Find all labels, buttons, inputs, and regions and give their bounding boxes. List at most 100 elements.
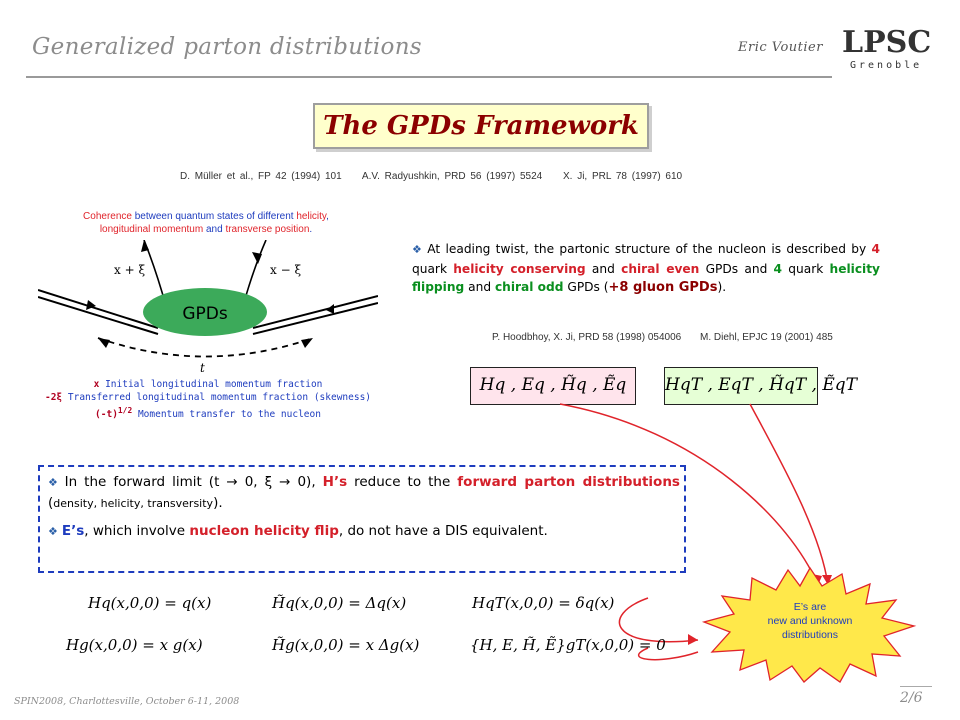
- text: H’s: [322, 474, 348, 490]
- burst-line: E’s are: [794, 601, 827, 613]
- page-number: 2/6: [900, 690, 923, 706]
- header-title: Generalized parton distributions: [32, 34, 422, 60]
- equation: H̃g(x,0,0) = x Δg(x): [272, 636, 420, 654]
- text: quark: [412, 261, 454, 276]
- arrow-icon: [326, 304, 334, 314]
- text: At leading twist, the partonic structure…: [427, 242, 872, 256]
- page-number-divider: [900, 686, 932, 687]
- arrow-equations-to-burst: [638, 647, 699, 661]
- left-leg-label: x + ξ: [114, 263, 145, 277]
- header-divider: [26, 76, 832, 78]
- burst-callout: E’s are new and unknown distributions: [701, 566, 917, 683]
- caption-word: longitudinal momentum: [99, 224, 204, 235]
- legend-symbol: x: [93, 379, 100, 390]
- bullet-diamond-icon: ❖: [48, 525, 58, 538]
- chiral-even-gpds-box: Hq , Eq , H̃q , Ẽq: [470, 367, 636, 405]
- text: E’s: [61, 523, 85, 539]
- legend-symbol: (-t): [95, 409, 118, 421]
- text: chiral odd: [494, 280, 564, 294]
- legend-text: Transferred longitudinal momentum fracti…: [67, 392, 372, 403]
- text: and: [585, 261, 622, 276]
- caption-text: between quantum states of different: [131, 211, 297, 222]
- legend-item: x Initial longitudinal momentum fraction: [28, 378, 388, 391]
- text: reduce to the: [347, 474, 458, 490]
- caption-text: .: [309, 224, 313, 235]
- text: ).: [717, 280, 727, 294]
- legend-text: Initial longitudinal momentum fraction: [105, 379, 323, 390]
- author-name: Eric Voutier: [738, 40, 823, 55]
- legend-superscript: 1/2: [117, 406, 133, 415]
- leading-twist-paragraph: ❖At leading twist, the partonic structur…: [412, 240, 880, 298]
- caption-word: transverse position: [225, 224, 310, 235]
- text: In the forward limit (t → 0, ξ → 0),: [64, 474, 323, 490]
- slide-title: The GPDs Framework: [313, 103, 649, 149]
- legend-text: Momentum transfer to the nucleon: [137, 409, 321, 421]
- arrow-icon: [252, 252, 262, 264]
- arrow-icon: [141, 240, 149, 252]
- text: (: [48, 495, 54, 511]
- gpd-blob-label: GPDs: [182, 304, 228, 324]
- equation: Hq(x,0,0) = q(x): [88, 594, 212, 612]
- legend-symbol: -2ξ: [44, 392, 63, 403]
- reference: D. Müller et al., FP 42 (1994) 101: [180, 171, 342, 182]
- t-label: t: [200, 361, 205, 374]
- equation: H̃q(x,0,0) = Δq(x): [272, 594, 407, 612]
- right-leg-label: x − ξ: [270, 263, 301, 277]
- forward-limit-box: [38, 465, 686, 573]
- bullet-diamond-icon: ❖: [412, 243, 424, 256]
- arrow-equations-to-burst: [618, 597, 699, 643]
- incoming-proton-line: [38, 289, 159, 329]
- dis-paragraph: ❖E’s, which involve nucleon helicity fli…: [48, 521, 680, 542]
- text: , which involve: [84, 523, 190, 539]
- arrow-pink-to-burst: [559, 403, 819, 586]
- caption-word: helicity: [296, 211, 327, 222]
- caption-word: Coherence: [83, 211, 132, 222]
- equation: HqT(x,0,0) = δq(x): [472, 594, 615, 612]
- arrow-icon: [688, 634, 698, 645]
- text: helicity flipping: [412, 261, 880, 295]
- arrow-icon: [86, 300, 96, 310]
- incoming-proton-line: [38, 296, 159, 335]
- text: density, helicity, transversity: [53, 497, 214, 510]
- reference: X. Ji, PRL 78 (1997) 610: [562, 171, 683, 182]
- caption-text: ,: [326, 211, 329, 222]
- text: nucleon helicity flip: [189, 523, 339, 539]
- equation: Hg(x,0,0) = x g(x): [66, 636, 203, 654]
- reference: P. Hoodbhoy, X. Ji, PRD 58 (1998) 054006: [492, 332, 682, 343]
- forward-paragraph: ❖In the forward limit (t → 0, ξ → 0), H’…: [48, 472, 680, 514]
- text: 4: [871, 242, 880, 256]
- text: quark: [782, 261, 830, 276]
- caption-text: and: [203, 224, 226, 235]
- references-mid: P. Hoodbhoy, X. Ji, PRD 58 (1998) 054006…: [492, 332, 912, 343]
- reference: A.V. Radyushkin, PRD 56 (1997) 5524: [361, 171, 543, 182]
- text: chiral even: [621, 261, 700, 276]
- text: , do not have a DIS equivalent.: [338, 523, 548, 539]
- burst-line: new and unknown: [768, 615, 853, 627]
- text: GPDs and: [699, 261, 774, 276]
- references-top: D. Müller et al., FP 42 (1994) 101 A.V. …: [180, 171, 780, 182]
- reference: M. Diehl, EPJC 19 (2001) 485: [699, 332, 833, 343]
- burst-line: distributions: [782, 629, 838, 641]
- text: and: [464, 280, 495, 294]
- chiral-odd-gpds-box: HqT , EqT , H̃qT , ẼqT: [664, 367, 857, 405]
- text: GPDs (: [563, 280, 609, 294]
- legend-item: -2ξ Transferred longitudinal momentum fr…: [28, 391, 388, 404]
- burst-star-shape: [701, 566, 917, 683]
- coherence-caption: Coherence between quantum states of diff…: [28, 210, 384, 236]
- footer-conference: SPIN2008, Charlottesville, October 6-11,…: [14, 696, 240, 707]
- arrow-icon: [301, 338, 313, 348]
- text: ).: [213, 495, 223, 511]
- logo-text: LPSC: [842, 25, 931, 60]
- outgoing-proton-line: [252, 302, 378, 335]
- forward-limit-text: ❖ In the forward limit (t → 0, ξ → 0), H’…: [48, 472, 680, 549]
- momentum-transfer-line: [97, 337, 314, 358]
- text: helicity conserving: [453, 261, 586, 276]
- arrow-green-to-burst: [749, 403, 829, 586]
- arrow-icon: [822, 575, 832, 585]
- lpsc-logo-icon: LPSC Grenoble: [842, 25, 931, 71]
- logo-subtext: Grenoble: [850, 60, 922, 71]
- gpd-diagram: x + ξ x − ξ GPDs t: [38, 240, 378, 374]
- text: forward parton distributions: [457, 474, 680, 490]
- text: +8 gluon GPDs: [608, 280, 718, 295]
